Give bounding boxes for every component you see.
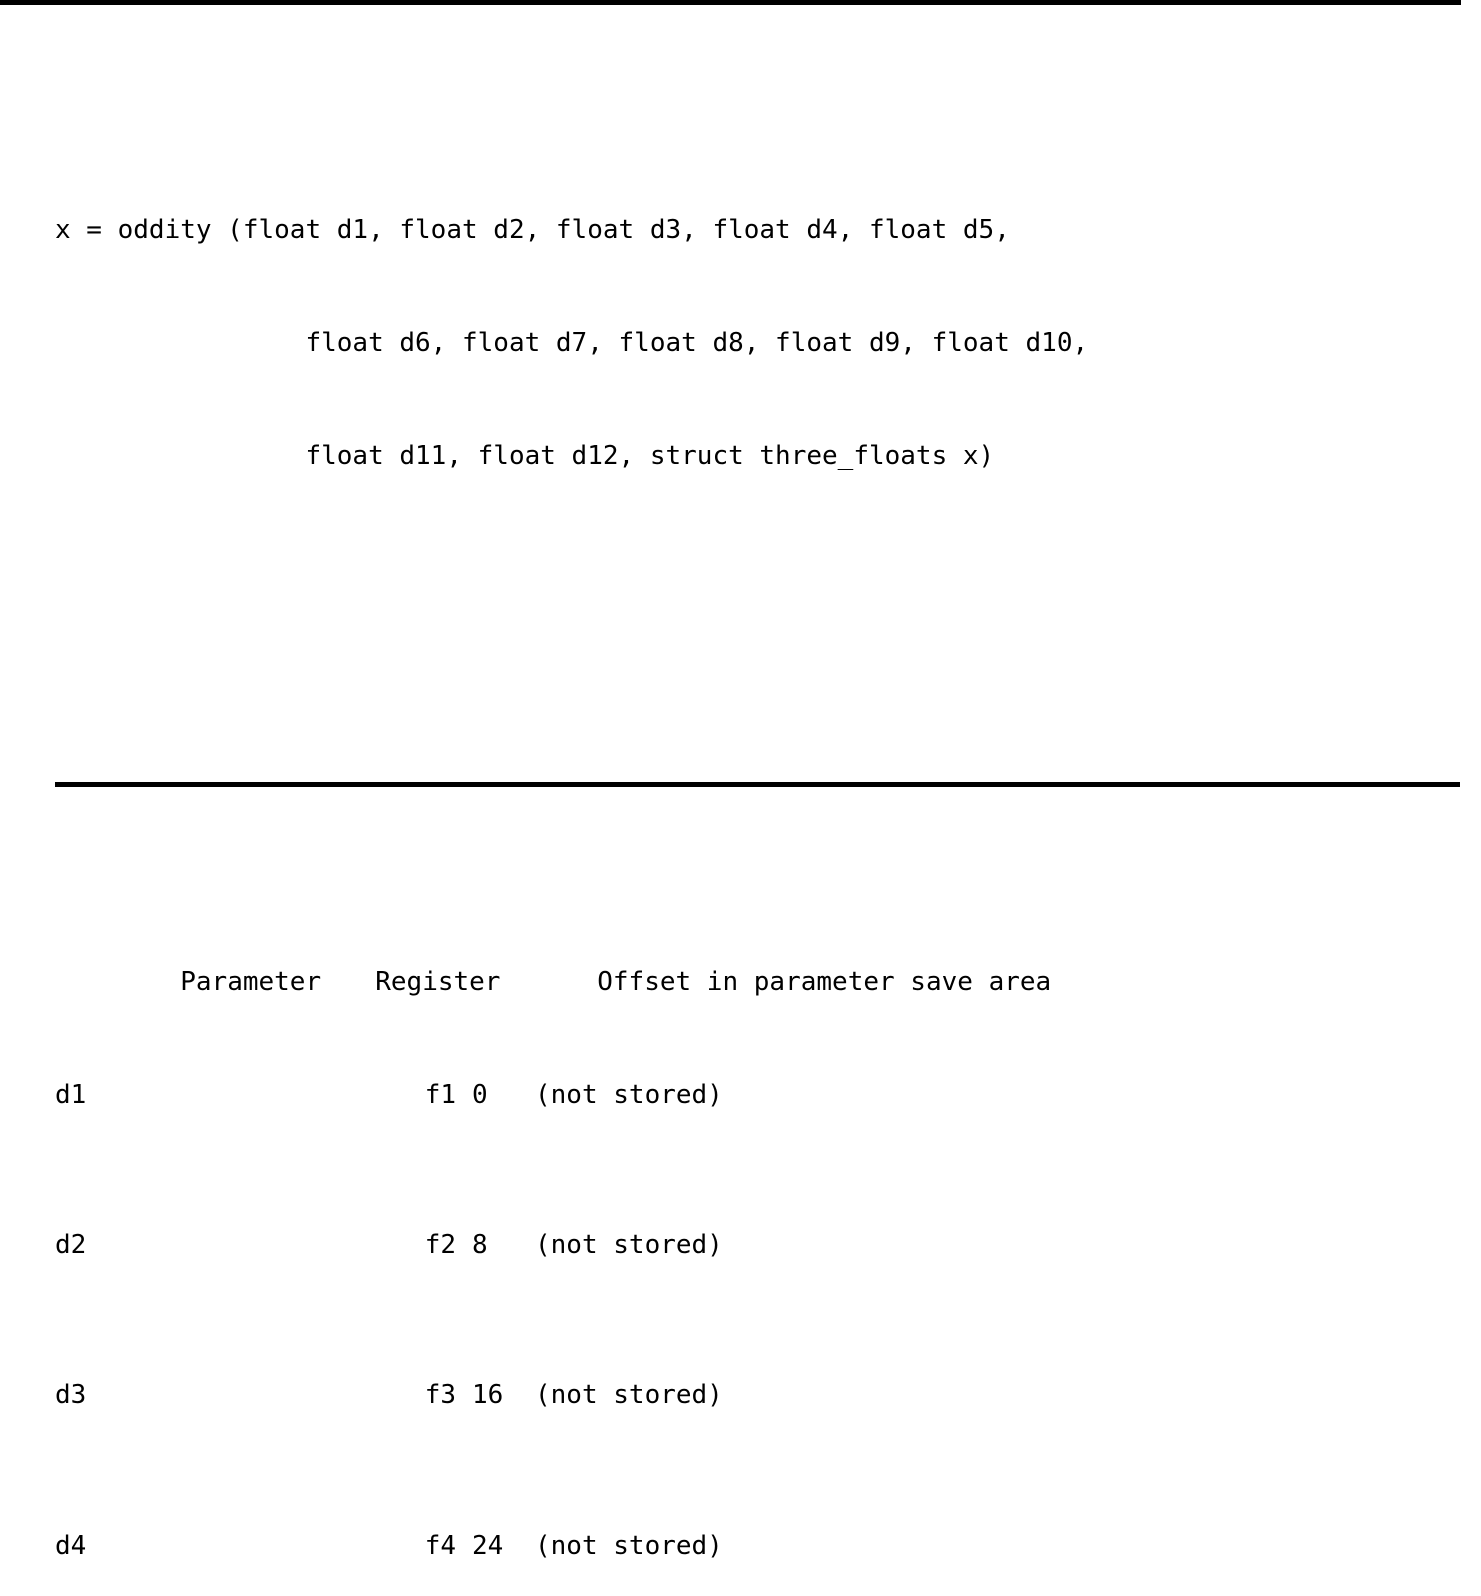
cell-parameter: d1 — [55, 1079, 87, 1110]
code-figure: x = oddity (float d1, float d2, float d3… — [0, 0, 1461, 1561]
cell-offset: 16 — [472, 1380, 504, 1411]
column-gap — [456, 1528, 472, 1566]
blank-spacer-line — [55, 663, 1114, 701]
signature-line-3: float d11, float d12, struct three_float… — [55, 440, 995, 471]
cell-register: f1 — [424, 1079, 456, 1110]
cell-note: (not stored) — [535, 1230, 723, 1260]
bottom-horizontal-rule — [55, 782, 1460, 787]
column-gap — [456, 1227, 472, 1265]
cell-note: (not stored) — [535, 1380, 723, 1411]
function-signature: x = oddity (float d1, float d2, float d3… — [55, 137, 1114, 551]
cell-register: f4 — [424, 1530, 456, 1561]
parameter-table: Parameter Register Offset in parameter sav… — [55, 813, 1114, 1596]
column-gap — [456, 1377, 472, 1415]
cell-note: (not stored) — [535, 1530, 723, 1561]
figure-text-body: x = oddity (float d1, float d2, float d3… — [55, 24, 1114, 1596]
table-row: d2 f2 8 (not stored) — [55, 1227, 1114, 1265]
header-offset: Offset in parameter save area — [597, 966, 1052, 997]
cell-parameter: d3 — [55, 1380, 87, 1411]
cell-parameter: d2 — [55, 1230, 87, 1260]
table-header-row: Parameter Register Offset in parameter sav… — [55, 926, 1114, 997]
cell-register: f3 — [424, 1380, 456, 1411]
top-horizontal-rule — [0, 0, 1461, 5]
cell-offset: 0 — [472, 1079, 488, 1110]
cell-register: f2 — [424, 1230, 456, 1260]
column-gap — [456, 1077, 472, 1115]
header-register: Register — [375, 966, 501, 997]
cell-parameter: d4 — [55, 1530, 87, 1561]
header-parameter: Parameter — [180, 966, 322, 997]
cell-offset: 24 — [472, 1530, 504, 1561]
table-row: d3 f3 16 (not stored) — [55, 1377, 1114, 1415]
table-row: d4 f4 24 (not stored) — [55, 1528, 1114, 1566]
signature-line-2: float d6, float d7, float d8, float d9, … — [55, 327, 1089, 358]
table-row: d1 f1 0 (not stored) — [55, 1077, 1114, 1115]
cell-offset: 8 — [472, 1230, 488, 1260]
cell-note: (not stored) — [535, 1079, 723, 1110]
signature-line-1: x = oddity (float d1, float d2, float d3… — [55, 214, 1010, 245]
